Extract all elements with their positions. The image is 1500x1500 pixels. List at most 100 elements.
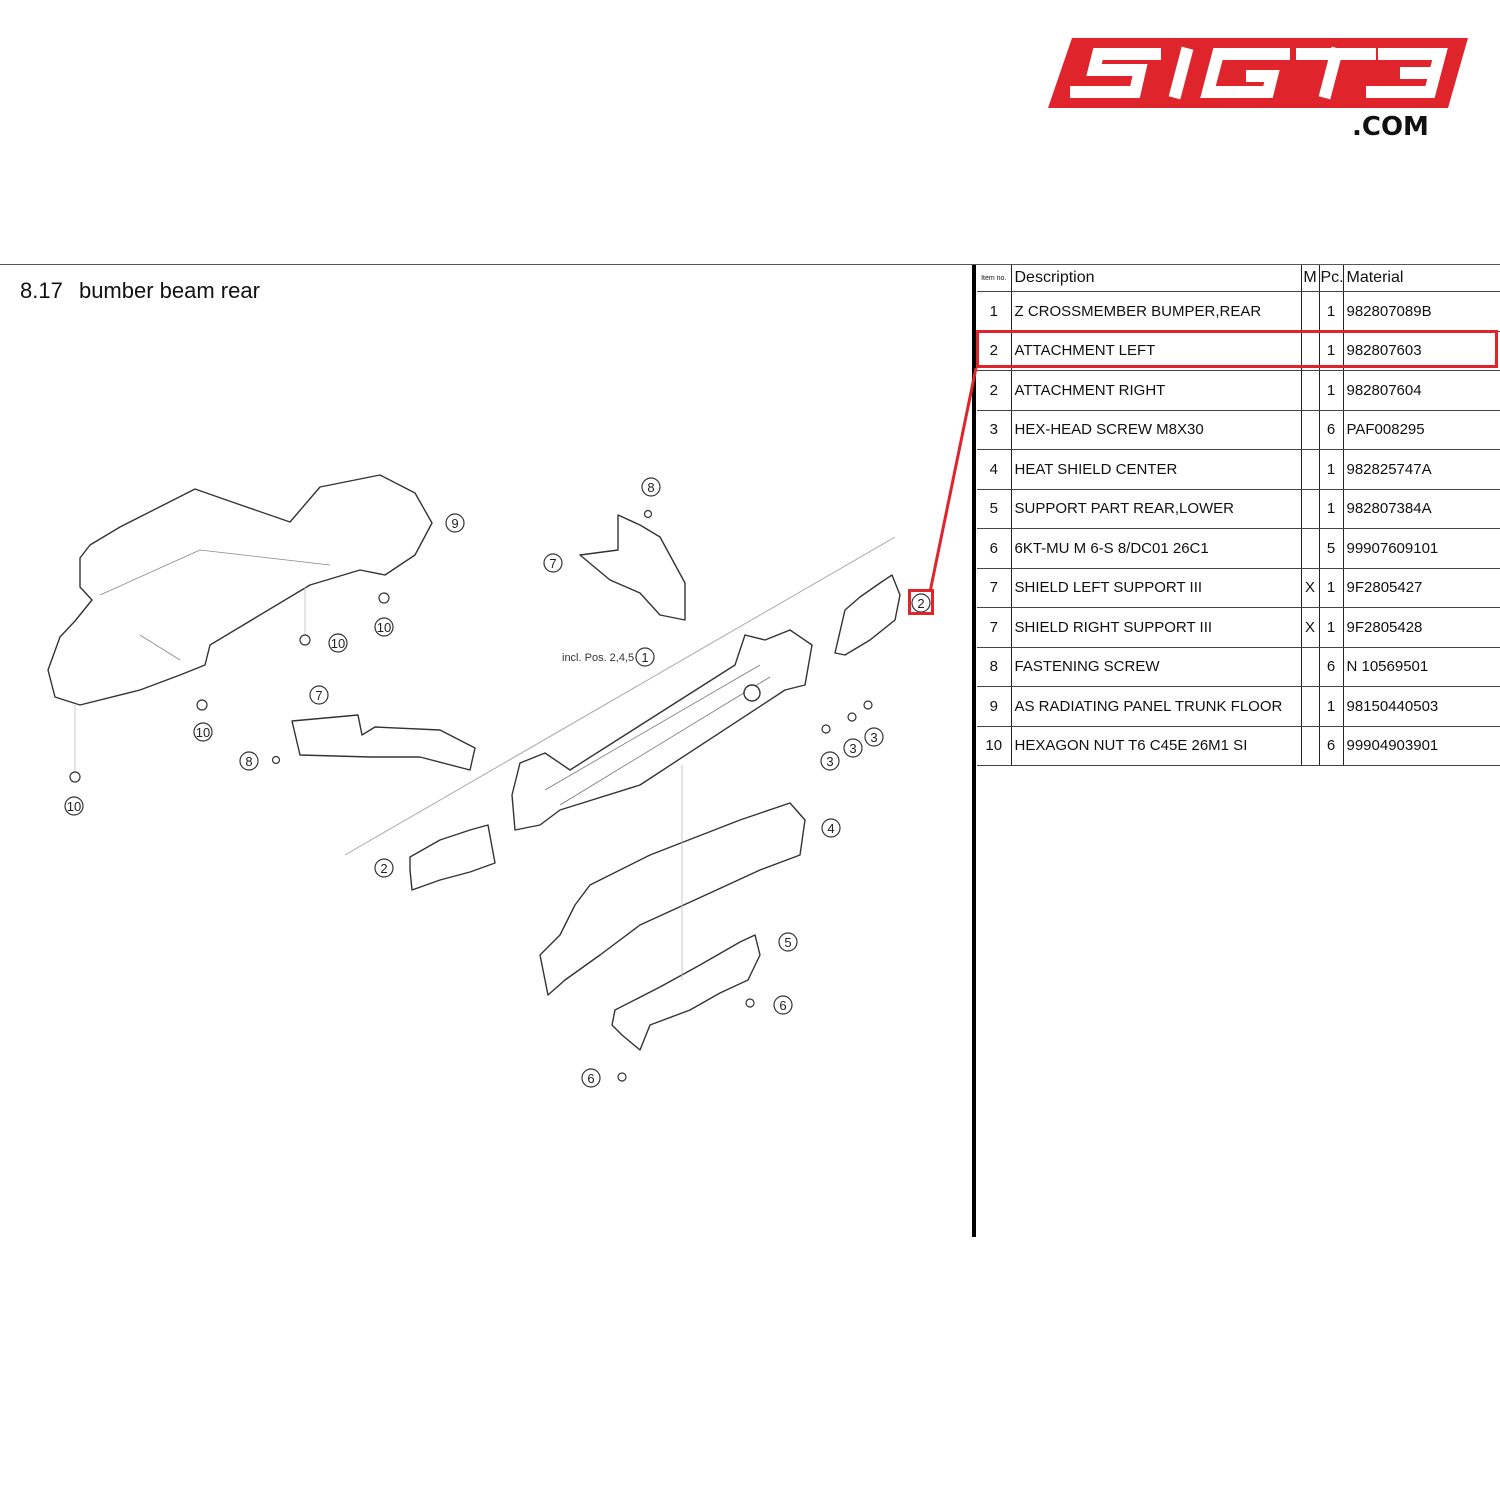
cell-pc: 1 bbox=[1319, 291, 1344, 332]
callout-7: 7 bbox=[549, 556, 556, 571]
part-4-heat-shield bbox=[539, 802, 806, 996]
cell-m bbox=[1301, 726, 1320, 766]
cell-description: HEXAGON NUT T6 C45E 26M1 SI bbox=[1011, 726, 1302, 766]
callout-1: 1 bbox=[641, 650, 648, 665]
sigt3-logo bbox=[1040, 30, 1480, 150]
callout-2-highlighted[interactable]: 2 bbox=[917, 596, 924, 611]
cell-pc: 6 bbox=[1319, 410, 1344, 450]
cell-description: SHIELD LEFT SUPPORT III bbox=[1011, 568, 1302, 608]
callout-10: 10 bbox=[331, 636, 345, 651]
cell-m bbox=[1301, 449, 1320, 490]
cell-m: X bbox=[1301, 607, 1320, 648]
cell-m bbox=[1301, 528, 1320, 569]
cell-material: 9F2805427 bbox=[1343, 568, 1500, 608]
callout-6: 6 bbox=[779, 998, 786, 1013]
cell-pc: 5 bbox=[1319, 528, 1344, 569]
callout-2: 2 bbox=[380, 861, 387, 876]
exploded-parts-diagram: 9 8 7 1 10 10 7 10 8 10 3 3 3 4 2 5 6 6 … bbox=[47, 474, 931, 1088]
highlighted-row-frame bbox=[976, 330, 1498, 368]
cell-item-no: 1 bbox=[977, 291, 1012, 332]
cell-description: SHIELD RIGHT SUPPORT III bbox=[1011, 607, 1302, 648]
cell-pc: 1 bbox=[1319, 568, 1344, 608]
cell-item-no: 7 bbox=[977, 568, 1012, 608]
table-header-row: Item no. Description M Pc. Material bbox=[977, 265, 1500, 292]
cell-item-no: 6 bbox=[977, 528, 1012, 569]
header-material: Material bbox=[1343, 265, 1500, 292]
header-m: M bbox=[1301, 265, 1320, 292]
cell-material: 9F2805428 bbox=[1343, 607, 1500, 648]
cell-material: 982825747A bbox=[1343, 449, 1500, 490]
callout-10: 10 bbox=[377, 620, 391, 635]
section-number: 8.17 bbox=[20, 278, 63, 303]
cell-material: PAF008295 bbox=[1343, 410, 1500, 450]
cell-description: ATTACHMENT RIGHT bbox=[1011, 370, 1302, 411]
cell-material: 99907609101 bbox=[1343, 528, 1500, 569]
callout-3: 3 bbox=[849, 741, 856, 756]
header-pc: Pc. bbox=[1319, 265, 1344, 292]
cell-item-no: 9 bbox=[977, 686, 1012, 727]
cell-m bbox=[1301, 370, 1320, 411]
sigt3-logo-mark bbox=[1048, 38, 1468, 108]
cell-material: 982807604 bbox=[1343, 370, 1500, 411]
cell-m bbox=[1301, 686, 1320, 727]
cell-material: 98150440503 bbox=[1343, 686, 1500, 727]
cell-pc: 1 bbox=[1319, 489, 1344, 529]
cell-material: 982807603 bbox=[1343, 331, 1500, 371]
callout-3: 3 bbox=[870, 730, 877, 745]
callout-8: 8 bbox=[647, 480, 654, 495]
cell-material: N 10569501 bbox=[1343, 647, 1500, 687]
callout-7: 7 bbox=[315, 688, 322, 703]
cell-pc: 1 bbox=[1319, 607, 1344, 648]
cell-material: 982807089B bbox=[1343, 291, 1500, 332]
cell-m: X bbox=[1301, 568, 1320, 608]
cell-material: 982807384A bbox=[1343, 489, 1500, 529]
callout-3: 3 bbox=[826, 754, 833, 769]
cell-m bbox=[1301, 291, 1320, 332]
cell-pc: 1 bbox=[1319, 370, 1344, 411]
callout-6: 6 bbox=[587, 1071, 594, 1086]
part-1-crossmember bbox=[511, 629, 813, 831]
cell-pc: 1 bbox=[1319, 449, 1344, 490]
cell-pc: 1 bbox=[1319, 686, 1344, 727]
header-item-no: Item no. bbox=[977, 265, 1012, 292]
callout-8: 8 bbox=[245, 754, 252, 769]
part-7-shield-upper bbox=[579, 514, 686, 621]
cell-item-no: 8 bbox=[977, 647, 1012, 687]
top-rule bbox=[0, 264, 1500, 265]
callout-5: 5 bbox=[784, 935, 791, 950]
callout-9: 9 bbox=[451, 516, 458, 531]
cell-pc: 6 bbox=[1319, 726, 1344, 766]
cell-item-no: 4 bbox=[977, 449, 1012, 490]
callout-10: 10 bbox=[67, 799, 81, 814]
header-description: Description bbox=[1011, 265, 1302, 292]
cell-description: HEX-HEAD SCREW M8X30 bbox=[1011, 410, 1302, 450]
inclusion-note: incl. Pos. 2,4,5 bbox=[562, 652, 634, 664]
cell-description: SUPPORT PART REAR,LOWER bbox=[1011, 489, 1302, 529]
cell-description: AS RADIATING PANEL TRUNK FLOOR bbox=[1011, 686, 1302, 727]
cell-m bbox=[1301, 410, 1320, 450]
callout-10: 10 bbox=[196, 725, 210, 740]
cell-m bbox=[1301, 647, 1320, 687]
cell-description: HEAT SHIELD CENTER bbox=[1011, 449, 1302, 490]
cell-item-no: 3 bbox=[977, 410, 1012, 450]
page-title: 8.17 bumber beam rear bbox=[20, 278, 260, 304]
cell-description: Z CROSSMEMBER BUMPER,REAR bbox=[1011, 291, 1302, 332]
highlighted-callout-frame bbox=[908, 589, 934, 615]
cell-item-no: 5 bbox=[977, 489, 1012, 529]
cell-m bbox=[1301, 489, 1320, 529]
part-2-attachment-right bbox=[834, 574, 901, 656]
cell-material: 99904903901 bbox=[1343, 726, 1500, 766]
